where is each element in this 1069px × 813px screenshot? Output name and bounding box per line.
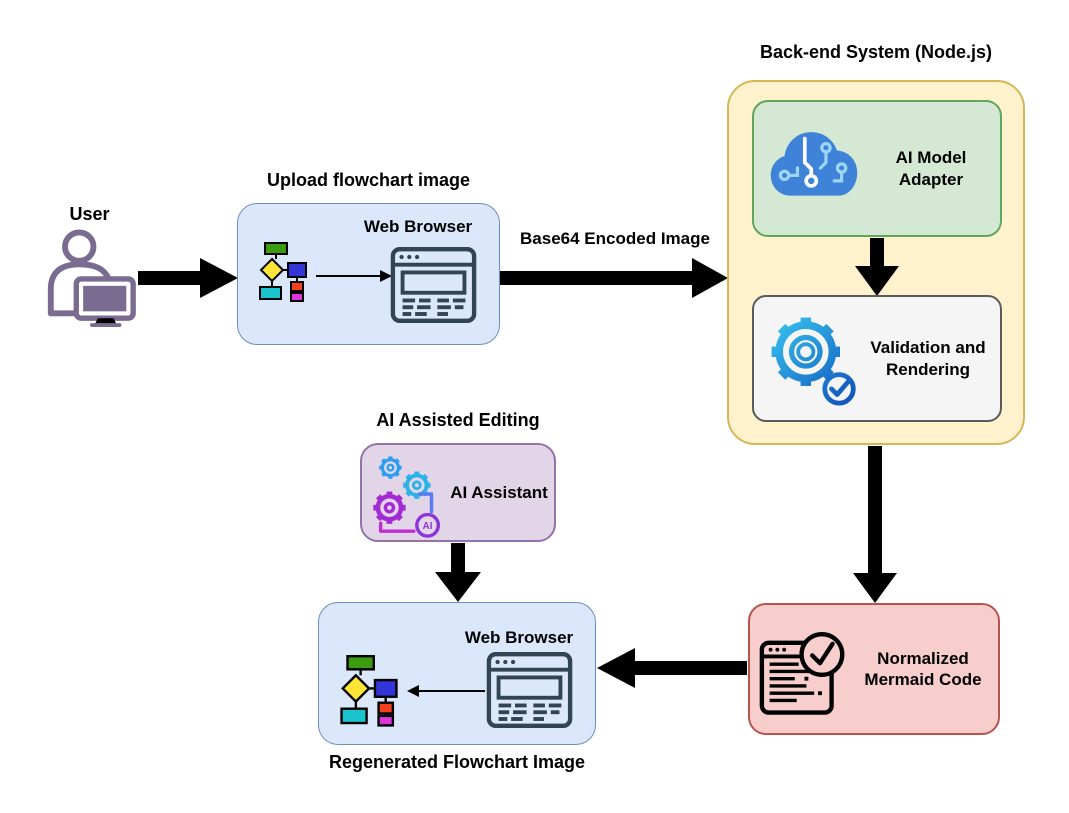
arrow-adapter-to-validation	[855, 238, 899, 296]
base64-label: Base64 Encoded Image	[520, 229, 710, 248]
web-browser-icon	[390, 247, 477, 323]
backend-container: AI Model Adapter	[727, 80, 1025, 445]
ai-model-adapter-box: AI Model Adapter	[752, 100, 1002, 237]
gear-check-icon	[771, 317, 856, 406]
mini-arrow-right-icon	[316, 270, 392, 282]
mermaid-code-icon	[759, 631, 845, 715]
mermaid-code-box: Normalized Mermaid Code	[748, 603, 1000, 735]
ai-editing-title: AI Assisted Editing	[376, 410, 540, 430]
mini-arrow-left-icon	[407, 685, 485, 697]
arrow-mermaid-to-browser	[597, 648, 747, 688]
validation-box: Validation and Rendering	[752, 295, 1002, 422]
ai-badge-text: AI	[423, 521, 433, 532]
user-label: User	[69, 204, 110, 224]
regenerated-box: Web Browser	[318, 602, 596, 745]
web-browser-icon	[486, 652, 573, 728]
mermaid-code-label: Normalized Mermaid Code	[864, 648, 982, 689]
regen-browser-label: Web Browser	[464, 628, 574, 647]
arrow-user-to-upload	[138, 258, 238, 298]
ai-assistant-label: AI Assistant	[450, 482, 548, 502]
ai-cloud-icon	[770, 132, 858, 196]
ai-model-adapter-label: AI Model Adapter	[895, 148, 967, 189]
arrow-upload-to-backend	[500, 258, 728, 298]
ai-assistant-box: AI AI Assistant	[360, 443, 556, 542]
upload-box: Web Browser	[237, 203, 500, 345]
upload-browser-label: Web Browser	[363, 217, 473, 236]
arrow-backend-to-mermaid	[853, 446, 897, 603]
arrow-assistant-to-browser	[435, 543, 481, 602]
mini-flowchart-icon	[340, 655, 398, 727]
user-icon	[47, 229, 136, 328]
regenerated-caption: Regenerated Flowchart Image	[328, 752, 586, 772]
mini-flowchart-icon	[259, 242, 307, 302]
ai-assistant-icon: AI	[370, 451, 441, 538]
upload-box-title: Upload flowchart image	[266, 170, 471, 190]
validation-label: Validation and Rendering	[870, 338, 986, 379]
backend-title: Back-end System (Node.js)	[759, 42, 993, 62]
